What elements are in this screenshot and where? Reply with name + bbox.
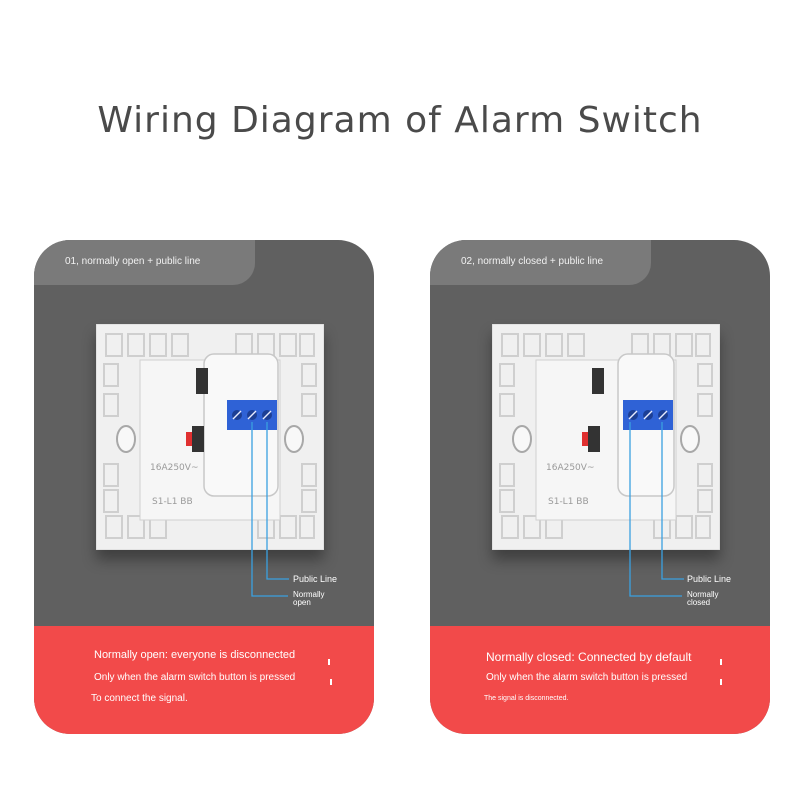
description-box: Normally closed: Connected by default On… [430, 626, 770, 734]
rating-mark: 16A250V~ [546, 463, 595, 473]
contact-label-line1: Normally [293, 590, 325, 599]
public-line-label: Public Line [687, 574, 732, 584]
wiring-card-normally-closed: 02, normally closed + public line [430, 240, 770, 734]
contact-label-line2: closed [687, 598, 711, 607]
note-line-2: Only when the alarm switch button is pre… [486, 672, 688, 683]
switch-back-panel: 16A250V~ S1-L1 BB [96, 324, 324, 550]
note-line-3: To connect the signal. [91, 693, 188, 704]
wiring-card-normally-open: 01, normally open + public line [34, 240, 374, 734]
note-line-1: Normally closed: Connected by default [486, 650, 692, 664]
tick-mark [330, 679, 332, 685]
card-tab: 02, normally closed + public line [430, 240, 651, 285]
contact-label-line1: Normally [687, 590, 719, 599]
wire-leads [251, 422, 289, 597]
note-line-3: The signal is disconnected. [484, 695, 569, 702]
switch-back-illustration: 16A250V~ S1-L1 BB [492, 324, 720, 550]
tick-mark [720, 659, 722, 665]
model-mark: S1-L1 BB [548, 497, 589, 507]
wire-leads [629, 422, 684, 597]
card-tab-label: 02, normally closed + public line [461, 256, 604, 267]
model-mark: S1-L1 BB [152, 497, 193, 507]
switch-back-panel: 16A250V~ S1-L1 BB [492, 324, 720, 550]
rating-mark: 16A250V~ [150, 463, 199, 473]
page-title: Wiring Diagram of Alarm Switch [97, 100, 703, 141]
description-box: Normally open: everyone is disconnected … [34, 626, 374, 734]
contact-label-line2: open [293, 598, 311, 607]
note-line-1: Normally open: everyone is disconnected [94, 649, 296, 661]
tick-mark [328, 659, 330, 665]
note-line-2: Only when the alarm switch button is pre… [94, 672, 296, 683]
switch-back-illustration: 16A250V~ S1-L1 BB [96, 324, 324, 550]
card-tab: 01, normally open + public line [34, 240, 255, 285]
public-line-label: Public Line [293, 574, 338, 584]
card-tab-label: 01, normally open + public line [65, 256, 201, 267]
tick-mark [720, 679, 722, 685]
